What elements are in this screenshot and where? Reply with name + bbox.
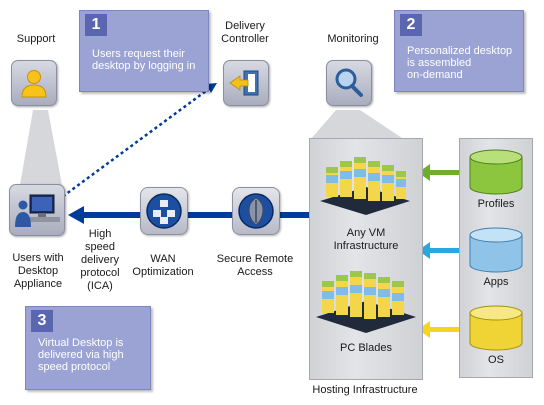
arrow-into-door-icon — [229, 70, 259, 96]
callout-number: 3 — [31, 310, 53, 332]
flow-arrowhead — [68, 206, 84, 224]
pc-blades-label: PC Blades — [340, 342, 392, 354]
profiles-arrow-shaft — [428, 170, 464, 175]
apps-label: Apps — [483, 276, 509, 288]
secure-icon-box[interactable] — [232, 187, 280, 235]
person-icon — [21, 70, 47, 98]
server-rack-icon — [316, 157, 416, 333]
shield-icon — [238, 193, 274, 229]
any-vm-label: Any VM Infrastructure — [333, 227, 399, 252]
apps-arrowhead — [418, 242, 430, 259]
monitoring-icon-box[interactable] — [326, 60, 372, 106]
callout-1: 1 Users request their desktop by logging… — [79, 10, 209, 92]
wan-label: WAN Optimization — [132, 253, 194, 278]
monitoring-cone — [310, 110, 405, 140]
hosting-label: Hosting Infrastructure — [312, 384, 418, 396]
wan-icon-box[interactable] — [140, 187, 188, 235]
network-cubes-icon — [146, 193, 182, 229]
ica-label: High speed delivery protocol (ICA) — [80, 228, 120, 292]
callout-text: Personalized desktop is assembled on-dem… — [407, 45, 513, 81]
storage-panel: Profiles Apps OS — [459, 138, 533, 378]
flow-line — [80, 212, 312, 218]
users-icon-box[interactable] — [9, 184, 65, 236]
magnifier-icon — [335, 68, 363, 97]
profiles-arrowhead — [418, 164, 430, 181]
monitoring-label: Monitoring — [327, 33, 379, 45]
computer-user-icon — [15, 194, 60, 227]
callout-text: Users request their desktop by logging i… — [92, 48, 196, 72]
support-label: Support — [16, 33, 56, 45]
callout-number: 2 — [400, 14, 422, 36]
callout-number: 1 — [85, 14, 107, 36]
callout-2: 2 Personalized desktop is assembled on-d… — [394, 10, 524, 92]
delivery-controller-label: Delivery Controller — [221, 20, 269, 45]
support-cone — [20, 110, 62, 185]
secure-label: Secure Remote Access — [216, 253, 294, 278]
support-icon-box[interactable] — [11, 60, 57, 106]
apps-arrow-shaft — [428, 248, 464, 253]
os-label: OS — [488, 354, 504, 366]
os-arrow-shaft — [428, 327, 464, 332]
profiles-label: Profiles — [477, 198, 515, 210]
hosting-panel: Any VM Infrastructure PC Blades — [309, 138, 423, 380]
os-arrowhead — [418, 321, 430, 338]
callout-3: 3 Virtual Desktop is delivered via high … — [25, 306, 151, 390]
callout-text: Virtual Desktop is delivered via high sp… — [38, 337, 124, 373]
database-cylinder-icon — [469, 149, 523, 351]
delivery-controller-icon-box[interactable] — [223, 60, 269, 106]
users-label: Users with Desktop Appliance — [12, 252, 64, 290]
dotted-request-line — [57, 86, 211, 202]
